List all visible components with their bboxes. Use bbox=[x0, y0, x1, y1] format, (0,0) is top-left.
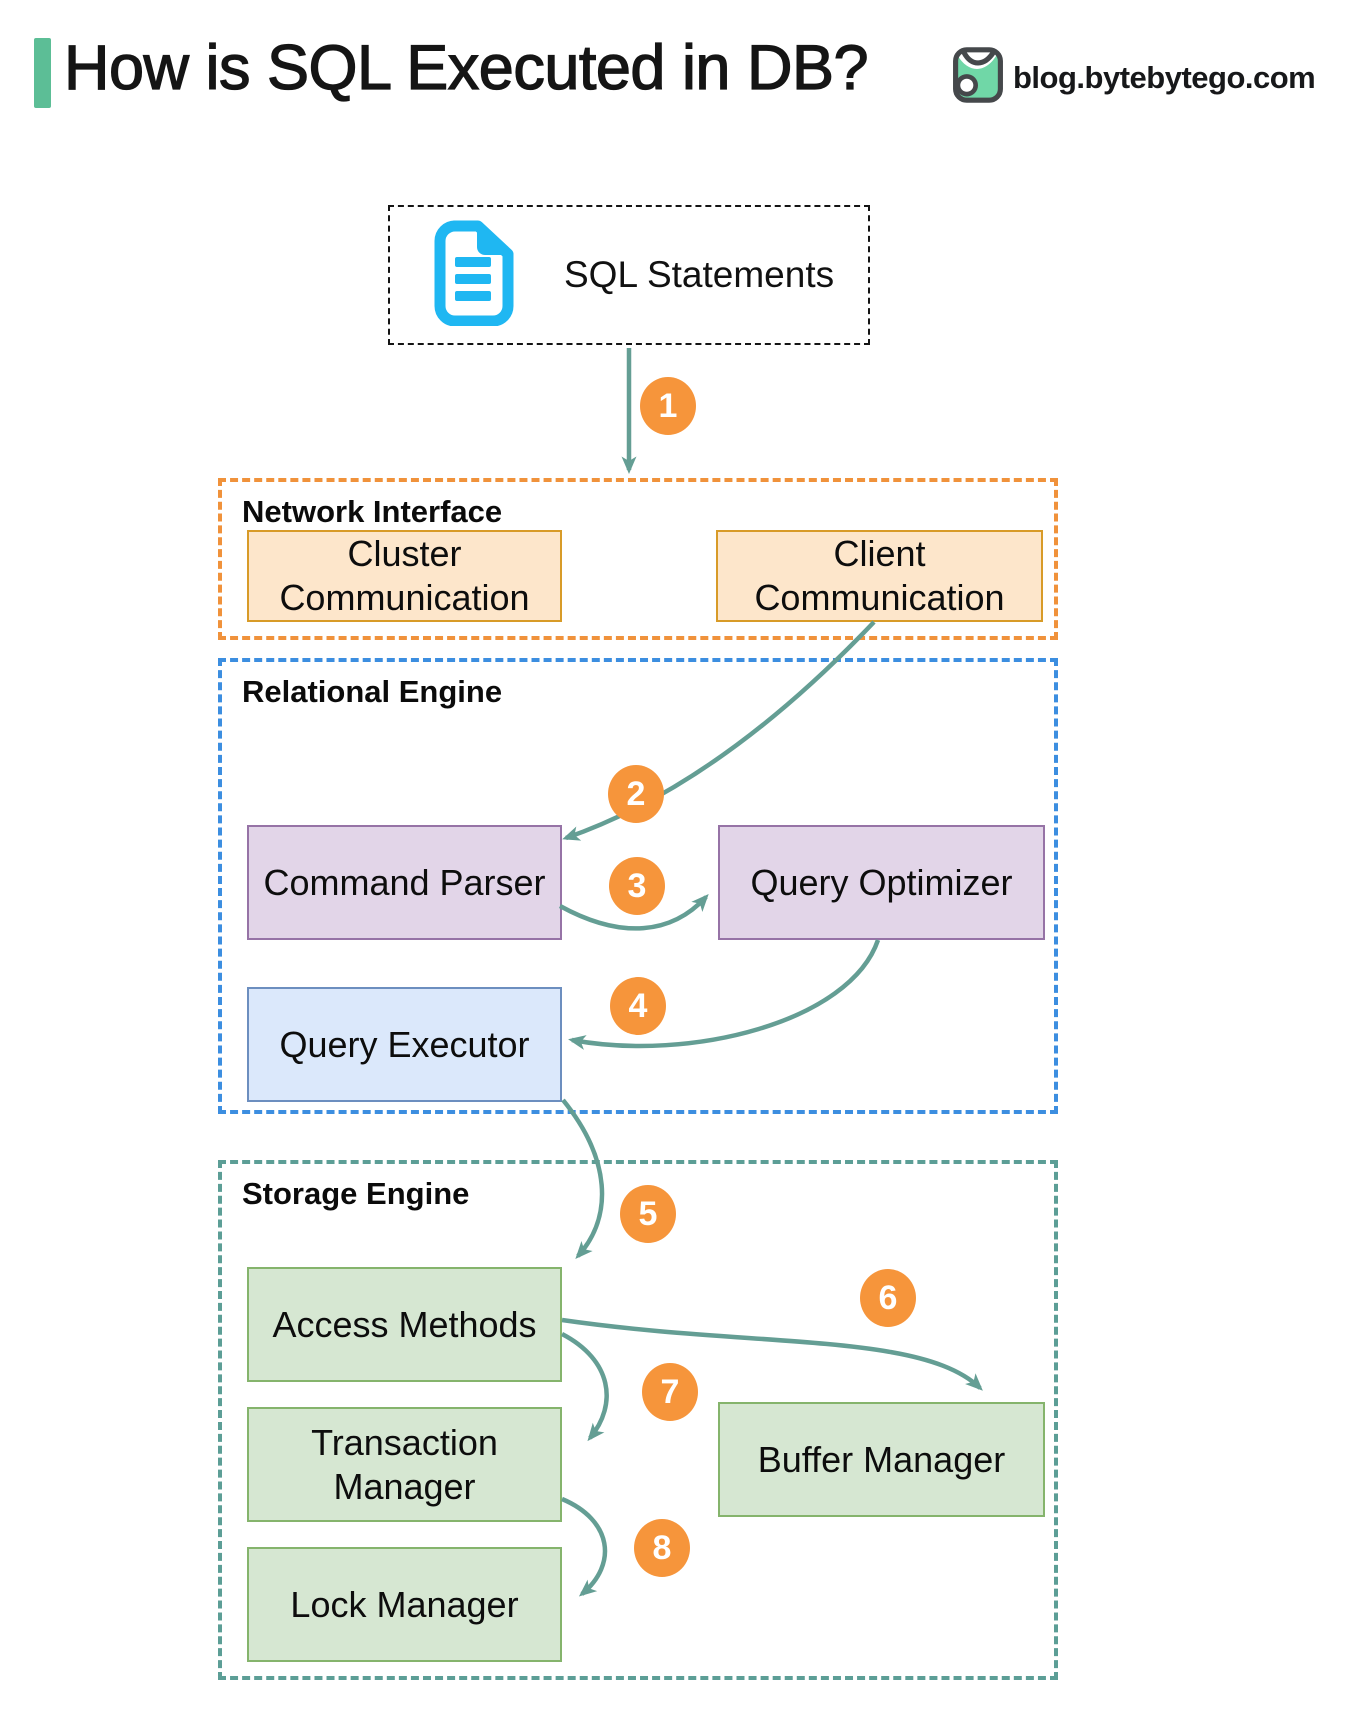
step-badge-8: 8 bbox=[634, 1519, 690, 1577]
box-buffer-manager: Buffer Manager bbox=[718, 1402, 1045, 1517]
box-command-parser: Command Parser bbox=[247, 825, 562, 940]
brand-site-text: blog.bytebytego.com bbox=[1013, 59, 1316, 95]
step-badge-1: 1 bbox=[640, 377, 696, 435]
step-badge-2: 2 bbox=[608, 765, 664, 823]
box-client-communication: Client Communication bbox=[716, 530, 1043, 622]
section-relational-engine: Relational Engine Command Parser Query O… bbox=[218, 658, 1058, 1114]
box-transaction-manager: Transaction Manager bbox=[247, 1407, 562, 1522]
step-badge-7: 7 bbox=[642, 1363, 698, 1421]
step-badge-6: 6 bbox=[860, 1269, 916, 1327]
storage-engine-label: Storage Engine bbox=[242, 1176, 470, 1211]
network-interface-label: Network Interface bbox=[242, 494, 503, 529]
section-storage-engine: Storage Engine Access Methods Transactio… bbox=[218, 1160, 1058, 1680]
page-title: How is SQL Executed in DB? bbox=[63, 32, 869, 103]
box-query-optimizer: Query Optimizer bbox=[718, 825, 1045, 940]
box-access-methods: Access Methods bbox=[247, 1267, 562, 1382]
box-lock-manager: Lock Manager bbox=[247, 1547, 562, 1662]
sql-statements-label: SQL Statements bbox=[564, 254, 835, 295]
step-badge-3: 3 bbox=[609, 857, 665, 915]
brand: blog.bytebytego.com bbox=[950, 44, 1316, 111]
relational-engine-label: Relational Engine bbox=[242, 674, 503, 709]
document-icon bbox=[424, 220, 524, 331]
step-badge-5: 5 bbox=[620, 1185, 676, 1243]
title-accent-bar bbox=[34, 38, 51, 108]
sql-statements-box: SQL Statements bbox=[388, 205, 870, 345]
box-query-executor: Query Executor bbox=[247, 987, 562, 1102]
section-network-interface: Network Interface Cluster Communication … bbox=[218, 478, 1058, 640]
bytebytego-bird-icon bbox=[950, 44, 1006, 111]
box-cluster-communication: Cluster Communication bbox=[247, 530, 562, 622]
step-badge-4: 4 bbox=[610, 977, 666, 1035]
